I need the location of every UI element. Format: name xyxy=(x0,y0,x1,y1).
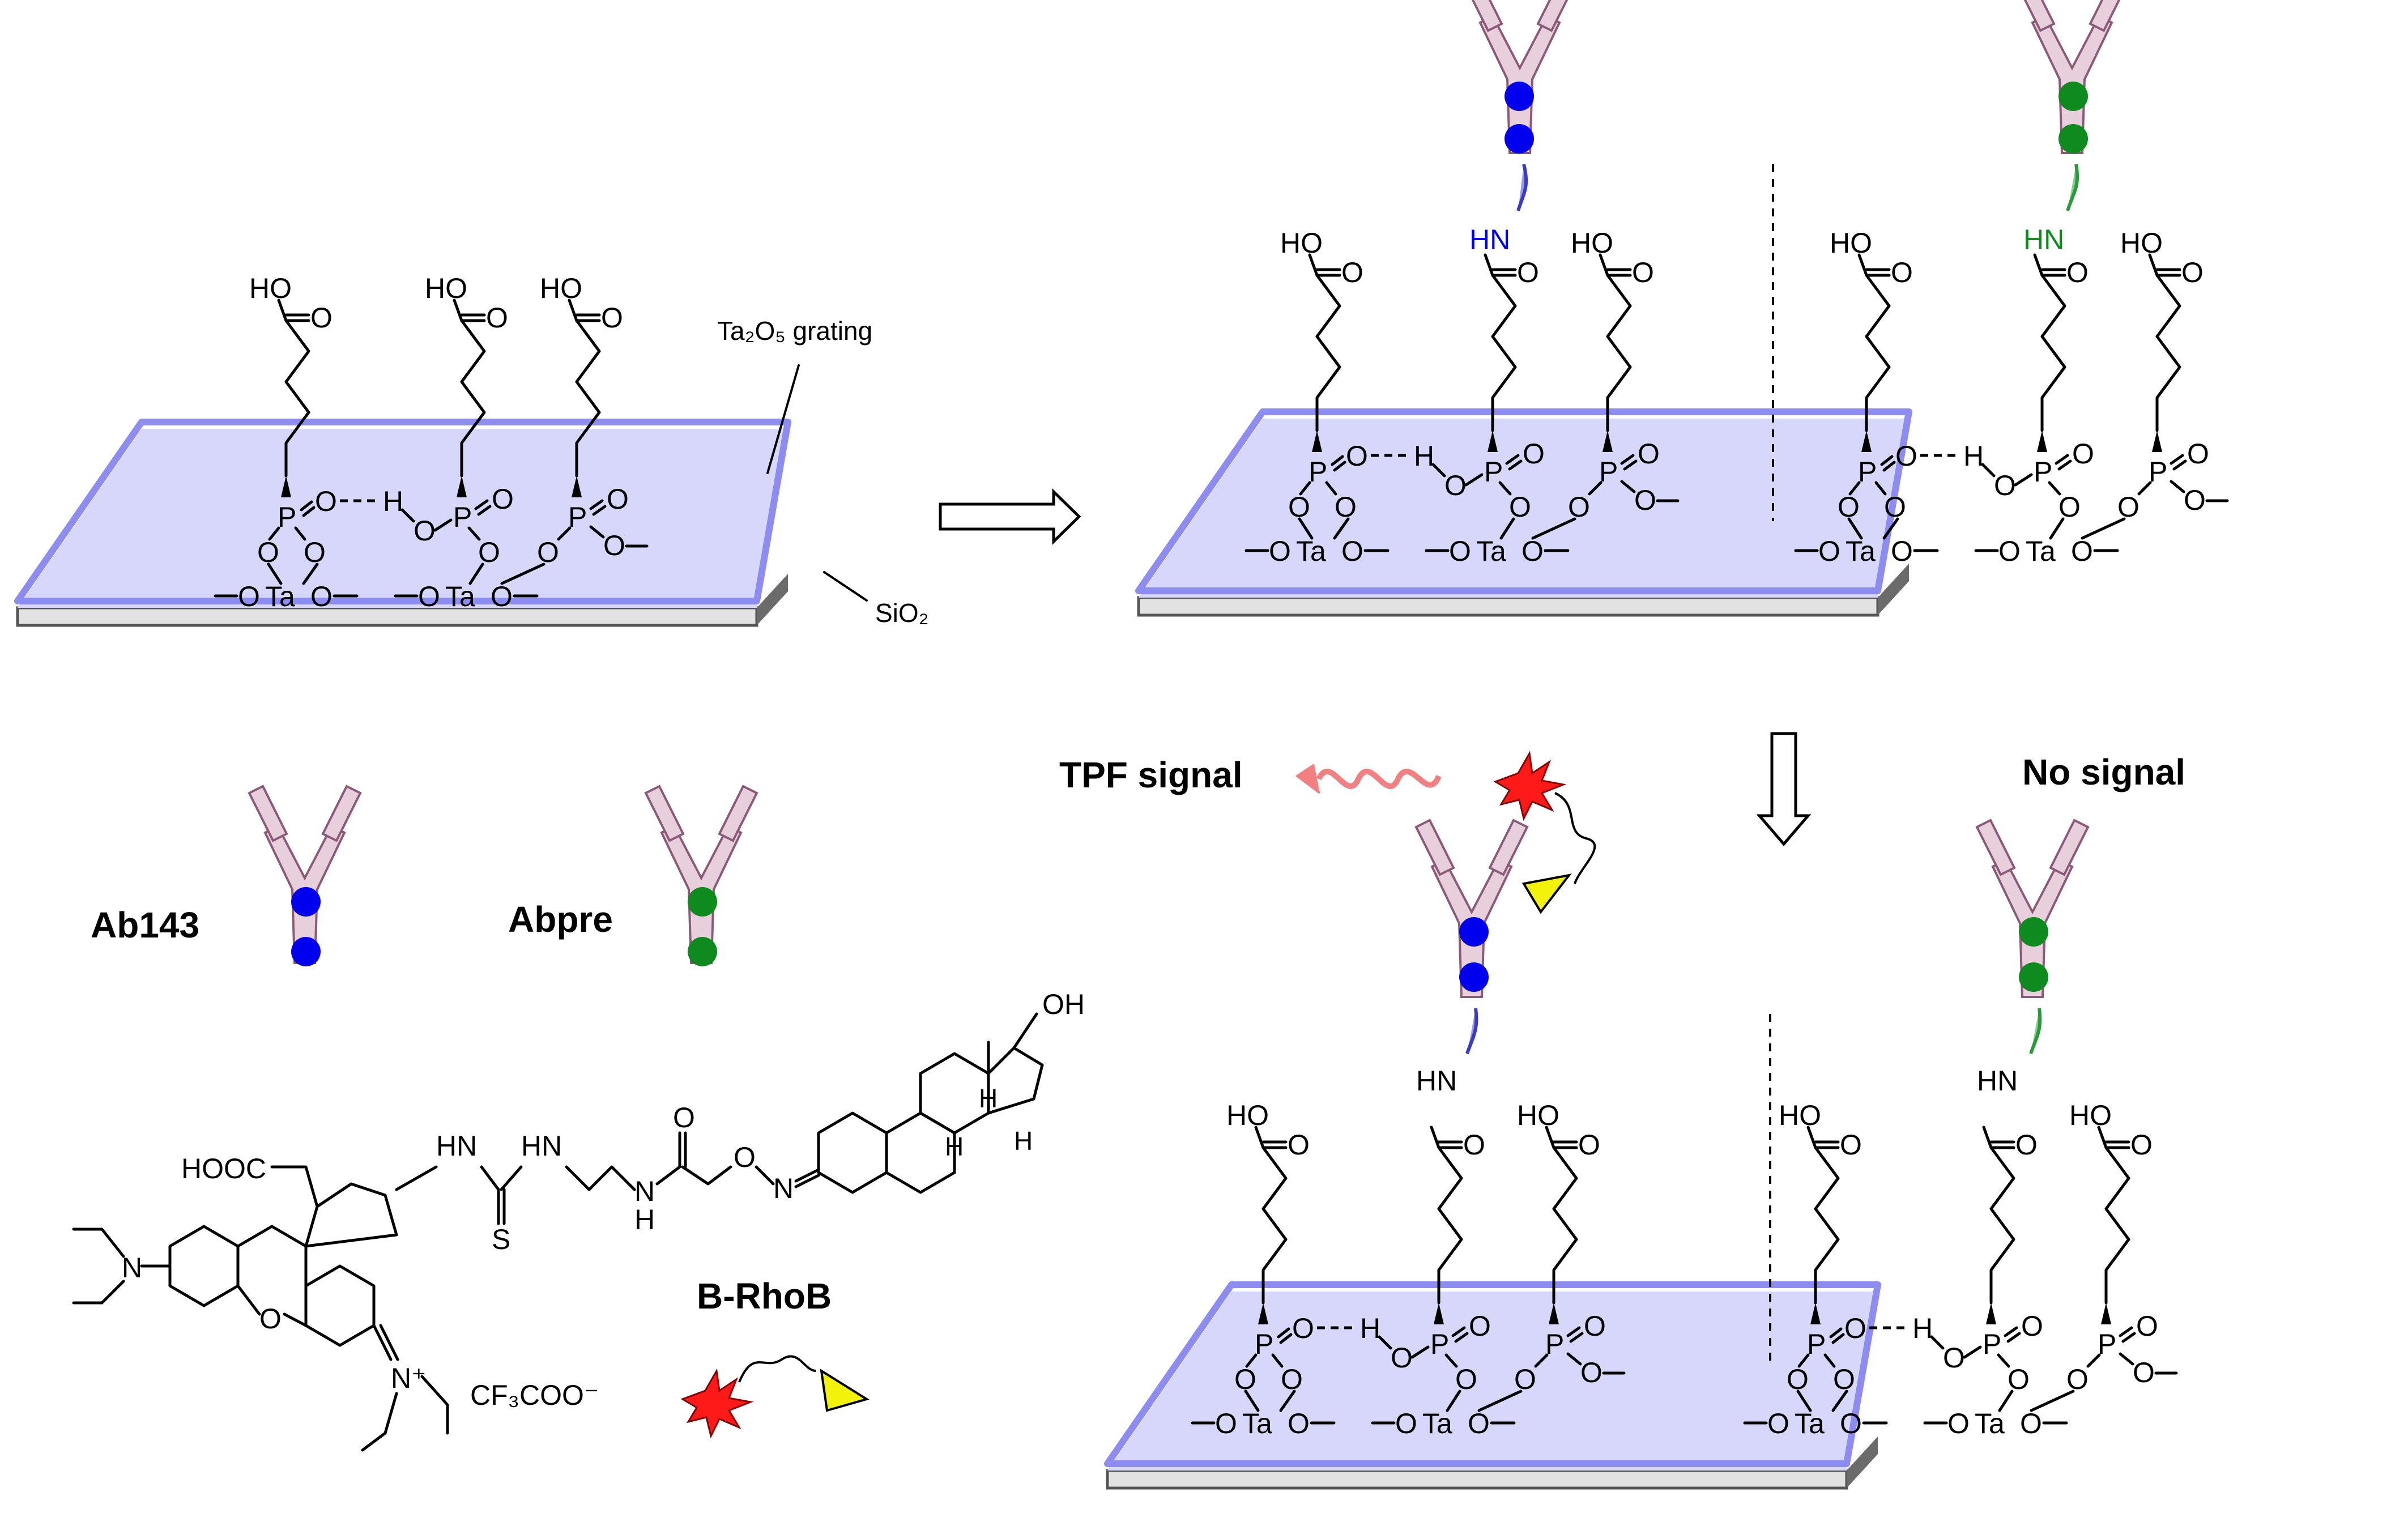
amide-nh-label: HN xyxy=(1416,1065,1457,1097)
epitope-dot xyxy=(2058,82,2088,111)
grating-label: Ta₂O₅ grating xyxy=(717,316,872,346)
epitope-dot xyxy=(2019,917,2048,947)
process-arrow-right xyxy=(939,488,1081,545)
abpre-label: Abpre xyxy=(508,899,613,940)
hydrogen-atom: H xyxy=(979,1084,998,1113)
epitope-dot xyxy=(2058,124,2088,154)
epitope-dot xyxy=(291,887,321,917)
antibody-ab143-legend xyxy=(248,785,361,964)
oxygen-atom: O xyxy=(734,1141,756,1173)
hydrogen-atom: H xyxy=(634,1204,655,1235)
epitope-dot xyxy=(1459,917,1489,947)
ab143-label: Ab143 xyxy=(91,905,199,945)
hapten-triangle xyxy=(820,1369,870,1412)
substrate-slab xyxy=(1107,1285,1878,1488)
process-arrow-down xyxy=(1756,732,1812,846)
antibody-abpre-legend xyxy=(645,785,758,964)
amide-nh-label: HN xyxy=(1977,1065,2018,1097)
amide-nh-label: HN xyxy=(1469,224,1510,255)
epitope-dot xyxy=(688,887,717,917)
iminium-label: N⁺ xyxy=(391,1362,427,1394)
nh-label: HN xyxy=(521,1130,562,1162)
oxygen-atom: O xyxy=(673,1102,695,1133)
hydrogen-atom: H xyxy=(1014,1126,1033,1156)
counterion-label: CF₃COO⁻ xyxy=(470,1379,599,1411)
nh-label: N xyxy=(634,1175,655,1207)
emission-wave xyxy=(1316,769,1442,789)
tpf-signal-label: TPF signal xyxy=(1059,755,1243,795)
epitope-dot xyxy=(1505,124,1534,154)
nitrogen-atom: N xyxy=(122,1252,142,1284)
nh-label: HN xyxy=(436,1130,477,1162)
fluorophore-burst xyxy=(680,1368,754,1439)
epitope-dot xyxy=(2019,962,2048,992)
hapten-triangle xyxy=(1521,873,1572,914)
no-signal-label: No signal xyxy=(2022,752,2185,792)
epitope-dot xyxy=(1459,962,1489,992)
probe-label: B-RhoB xyxy=(697,1276,832,1316)
hydrogen-atom: H xyxy=(945,1132,964,1161)
b-rhob-structure: O N N⁺ HOOC HN S HN N H O O N OH H H H xyxy=(72,988,1085,1452)
epitope-dot xyxy=(688,937,717,966)
amide-nh-label: HN xyxy=(2023,224,2064,255)
carboxylic-acid-label: HOOC xyxy=(181,1153,266,1184)
epitope-dot xyxy=(291,937,321,966)
sulfur-atom: S xyxy=(492,1224,510,1255)
hydroxyl-label: OH xyxy=(1042,988,1085,1020)
nitrogen-atom: N xyxy=(773,1173,794,1204)
fluorophore-burst xyxy=(1493,751,1567,821)
substrate-label: SiO₂ xyxy=(875,598,929,628)
oxygen-atom: O xyxy=(259,1303,282,1335)
epitope-dot xyxy=(1505,82,1534,111)
